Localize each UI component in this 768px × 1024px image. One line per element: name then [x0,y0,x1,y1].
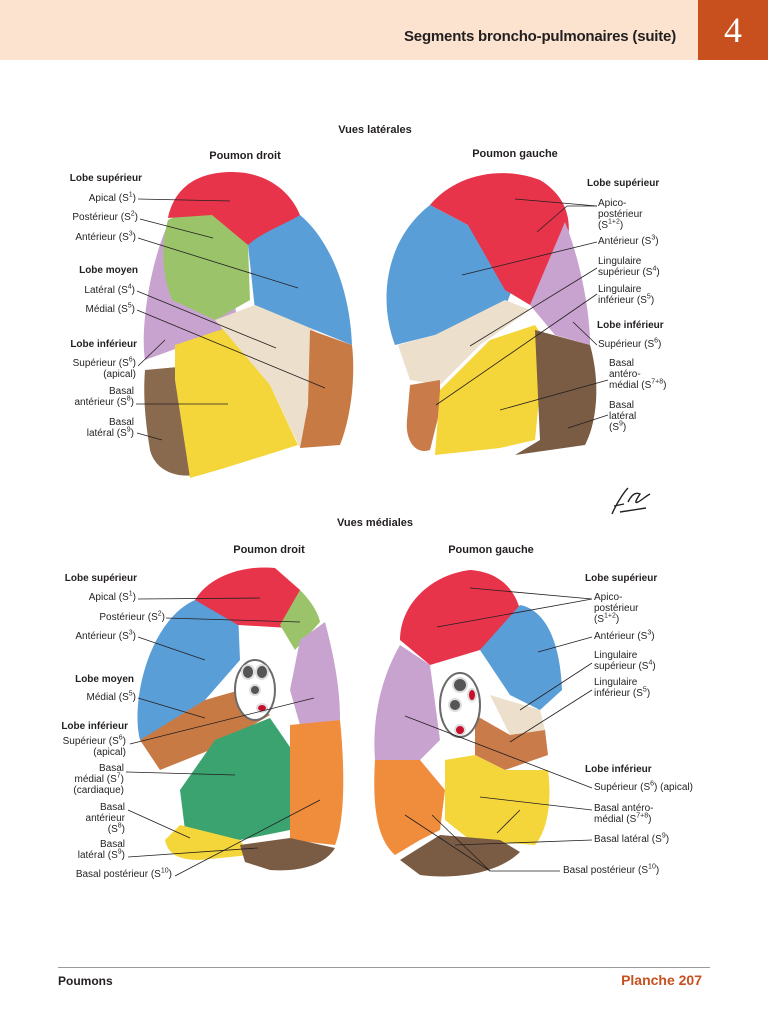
lateral-left-lung-title: Poumon gauche [472,148,558,160]
seg-ll-apicoposterior [430,173,569,305]
lr-posterior-label: Postérieur (S2) [72,210,138,223]
mr-apical-label: Apical (S1) [88,590,136,603]
mr-basal-post-label: Basal postérieur (S10) [75,867,172,880]
seg-mr-basal-ant [165,825,250,860]
seg-ml-basal-post [400,835,520,877]
mr-lobe-inf-label: Lobe inférieur [61,721,128,732]
chapter-number: 4 [698,0,768,60]
lr-superior-label: Supérieur (S6)(apical) [72,356,136,380]
medial-views-title: Vues médiales [336,517,414,529]
seg-mr-orange [290,720,344,845]
lr-apical-label: Apical (S1) [88,191,136,204]
mr-medial-label: Médial (S5) [86,690,137,703]
mr-hilum [234,659,276,721]
lr-lobe-inf-label: Lobe inférieur [70,339,137,350]
seg-mr-medial-middle [140,690,270,770]
medial-right-lung [137,567,344,871]
seg-ml-anterior [480,605,562,710]
lr-lateral-label: Latéral (S4) [84,283,135,296]
seg-ll-ling-inf [406,380,440,451]
seg-mr-posterior [280,590,320,650]
mr-lobe-sup-label: Lobe supérieur [64,573,137,584]
header-band [0,0,698,60]
footer-section: Poumons [58,974,113,988]
seg-ll-ling-sup [398,300,530,385]
ml-anterior-label: Antérieur (S3) [594,629,655,642]
ll-superior-label: Supérieur (S6) [598,337,662,350]
ml-lobe-sup-label: Lobe supérieur [585,573,658,584]
medial-left-lung [374,570,562,877]
footer-rule [58,967,710,968]
lateral-right-lung [143,172,354,478]
medial-right-lung-title: Poumon droit [233,544,305,556]
seg-ml-apicopost [400,570,520,665]
seg-rl-basal-ant [175,325,298,478]
ml-basal-lat-label: Basal latéral (S9) [594,832,670,845]
seg-ll-basal-lateral [515,330,597,455]
lateral-views-title: Vues latérales [338,124,412,136]
ml-superior-label: Supérieur (S6) (apical) [594,780,693,793]
seg-ml-ling-inf [475,715,548,770]
lr-medial-label: Médial (S5) [85,302,136,315]
ml-hilum [439,672,481,738]
seg-rl-anterior [248,215,352,345]
ml-lobe-inf-label: Lobe inférieur [585,764,652,775]
ml-basal-post-label: Basal postérieur (S10) [563,863,660,876]
artist-signature-icon [611,487,651,515]
medial-left-lung-title: Poumon gauche [448,544,534,556]
lr-lobe-moyen-label: Lobe moyen [79,265,138,276]
lr-anterior-label: Antérieur (S3) [75,230,136,243]
lateral-right-lung-title: Poumon droit [209,150,281,162]
seg-ll-basal-antmed [435,325,545,455]
seg-mr-sup-lower [290,622,340,725]
mr-lobe-moyen-label: Lobe moyen [75,674,134,685]
seg-mr-anterior [137,600,240,740]
ml-basal-antmed-label: Basal antéro-médial (S7+8) [594,803,654,825]
mr-posterior-label: Postérieur (S2) [99,610,165,623]
seg-rl-posterior [163,200,250,320]
lr-lobe-sup-label: Lobe supérieur [69,173,142,184]
page-title: Segments broncho-pulmonaires (suite) [404,28,676,45]
ll-lobe-inf-label: Lobe inférieur [597,320,664,331]
ll-anterior-label: Antérieur (S3) [598,234,659,247]
leader-lines [125,198,609,877]
mr-anterior-label: Antérieur (S3) [75,629,136,642]
seg-ml-basal-antmed [445,755,550,845]
seg-ml-orange [374,760,445,855]
ml-apicopost-label: Apico-postérieur(S1+2) [594,592,639,625]
ll-lobe-sup-label: Lobe supérieur [587,178,660,189]
ll-apicopost-label: Apico-postérieur(S1+2) [598,198,643,231]
footer-plate-number: Planche 207 [621,972,702,988]
seg-mr-basal-post [240,838,335,871]
seg-ll-superior-lower [530,222,590,345]
seg-ml-superior [374,645,440,760]
seg-rl-apical [168,172,300,245]
mr-superior-label: Supérieur (S6)(apical) [62,734,126,758]
seg-ml-ling-sup [490,695,545,735]
lateral-left-lung [386,173,597,455]
seg-rl-lateral-middle [215,305,315,448]
seg-mr-basal-medial [180,718,292,840]
seg-rl-medial-middle [300,330,354,448]
